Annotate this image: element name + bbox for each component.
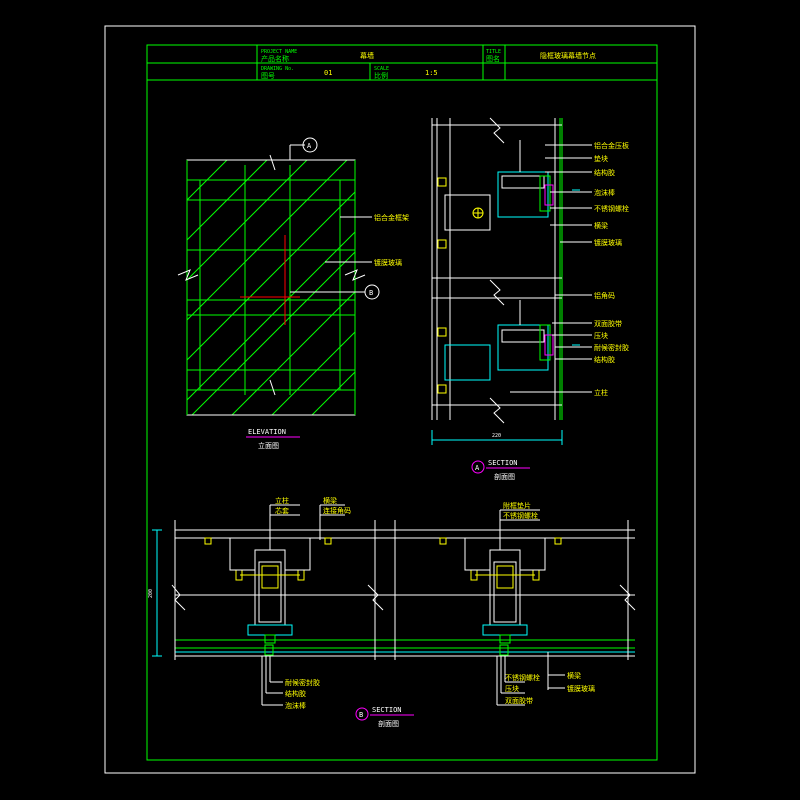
section-b-view: 200 立柱 芯套 横梁 连接角码 耐候密封胶 结构胶 泡沫棒 附框垫片 不锈钢… [148, 496, 636, 728]
elevation-hatch [187, 160, 355, 415]
drawing-border [146, 44, 658, 761]
title-value: 隐框玻璃幕墙节点 [540, 51, 596, 60]
sb-lt-callout-2: 横梁 [323, 496, 337, 505]
title-block: PROJECT NAME 产品名称 幕墙 DRAWING No. 图号 01 S… [147, 45, 657, 81]
section-a-view: 铝合金压板 垫块 结构胶 泡沫棒 不锈钢螺栓 横梁 镀膜玻璃 铝角码 双面胶带 … [431, 117, 629, 481]
section-a-leaders-top [545, 144, 592, 243]
sb-lt-callout-3: 连接角码 [323, 506, 351, 515]
sa-top-callout-3: 泡沫棒 [594, 188, 615, 197]
project-value: 幕墙 [360, 51, 374, 60]
section-marker-a [302, 137, 318, 153]
sb-lb-callout-1: 结构胶 [285, 689, 306, 698]
title-en: TITLE [486, 49, 501, 55]
elevation-label-cn: 立面图 [258, 441, 279, 450]
sa-bot-callout-4: 结构胶 [594, 355, 615, 364]
sb-lb-callout-0: 耐候密封胶 [285, 678, 320, 687]
sb-lt-callout-1: 芯套 [275, 506, 289, 515]
sb-lb-callout-2: 泡沫棒 [285, 701, 306, 710]
scale-en: SCALE [374, 66, 389, 72]
sa-bot-callout-5: 立柱 [594, 388, 608, 397]
project-name-en: PROJECT NAME [261, 49, 297, 55]
scale-value: 1:5 [425, 69, 438, 77]
elev-callout-1: 铝合金框架 [374, 213, 409, 222]
elevation-label-en: ELEVATION [248, 428, 286, 436]
drawing-no-value: 01 [324, 69, 332, 77]
title-cn: 图名 [486, 54, 500, 63]
drawing-no-en: DRAWING No. [261, 66, 294, 72]
sa-bot-callout-2: 压块 [594, 331, 608, 340]
sa-top-callout-1: 垫块 [594, 154, 608, 163]
elev-callout-2: 镀膜玻璃 [374, 258, 402, 267]
sb-rb-callout-3: 镀膜玻璃 [567, 684, 595, 693]
sa-top-callout-4: 不锈钢螺栓 [594, 204, 629, 213]
sa-top-callout-2: 结构胶 [594, 168, 615, 177]
sa-label-cn: 剖面图 [494, 472, 515, 481]
sa-label-marker-text: A [475, 464, 480, 472]
sb-dim-value: 200 [148, 589, 154, 598]
sa-label-en: SECTION [488, 459, 518, 467]
sb-rt-callout-0: 附框垫片 [503, 501, 531, 510]
sb-label-cn: 剖面图 [378, 719, 399, 728]
sb-lt-callout-0: 立柱 [275, 496, 289, 505]
sb-label-marker-text: B [359, 711, 363, 719]
marker-a-label: A [307, 142, 312, 150]
sb-rb-callout-1: 不锈钢螺栓 [505, 673, 540, 682]
sb-rb-callout-2: 压块 [505, 684, 519, 693]
elevation-view: A B 铝合金框架 镀膜玻璃 ELEVATION 立面图 [177, 137, 409, 450]
scale-cn: 比例 [374, 71, 388, 80]
sb-label-en: SECTION [372, 706, 402, 714]
sb-rb-callout-4: 双面胶带 [505, 696, 533, 705]
sa-bot-callout-1: 双面胶带 [594, 319, 622, 328]
drawing-no-cn: 图号 [261, 72, 275, 80]
sb-rt-callout-1: 不锈钢螺栓 [503, 511, 538, 520]
sa-top-callout-5: 横梁 [594, 221, 608, 230]
sb-rb-callout-0: 横梁 [567, 671, 581, 680]
sa-top-callout-0: 铝合金压板 [594, 141, 629, 150]
project-name-cn: 产品名称 [261, 54, 289, 63]
section-a-label-marker [471, 460, 485, 474]
marker-b-label: B [369, 289, 373, 297]
sa-bot-callout-3: 耐候密封胶 [594, 343, 629, 352]
sa-dim-value: 220 [492, 433, 501, 439]
sheet-frame [104, 25, 696, 774]
sa-top-callout-6: 镀膜玻璃 [594, 238, 622, 247]
section-b-label-marker [355, 707, 369, 721]
sa-bot-callout-0: 铝角码 [594, 291, 615, 300]
